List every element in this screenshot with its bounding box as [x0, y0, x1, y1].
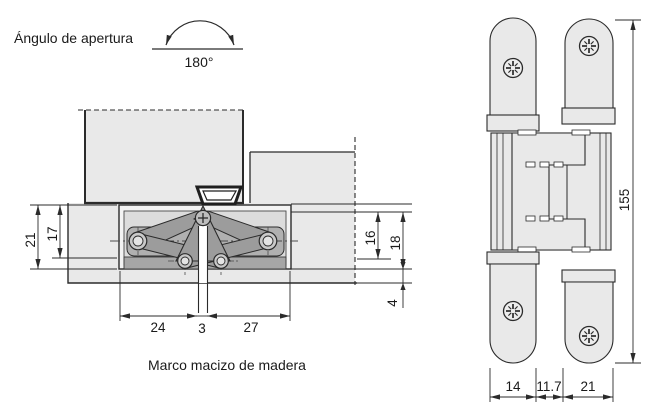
- dim-155: 155: [615, 19, 641, 364]
- dim-16-value: 16: [363, 230, 378, 245]
- dim-27: 27: [207, 313, 290, 335]
- upper-right-plate: [564, 18, 614, 109]
- dim-3-value: 3: [198, 321, 206, 336]
- dim-11-7-value: 11.7: [536, 379, 561, 394]
- bottom-extension-lines: [119, 271, 291, 321]
- body-joint-dashes: [517, 129, 591, 253]
- dim-4-value: 4: [385, 299, 400, 307]
- opening-angle-label: Ángulo de apertura: [14, 30, 133, 46]
- dim-24-value: 24: [150, 320, 166, 335]
- upper-right-collar: [561, 107, 616, 125]
- dim-21-front-value: 21: [580, 379, 595, 394]
- dim-21: 21: [23, 205, 41, 269]
- hinge-leaf-trapezoid: [194, 185, 244, 206]
- dim-21-front: 21: [563, 379, 613, 400]
- dim-18-value: 18: [388, 235, 403, 250]
- dim-27-value: 27: [243, 320, 258, 335]
- dim-155-value: 155: [617, 189, 632, 212]
- cross-section-view: 21 17 16 18 4: [23, 109, 412, 373]
- dim-14-value: 14: [505, 379, 521, 394]
- lower-right-collar: [561, 269, 616, 283]
- frame-upper-block: [250, 152, 355, 204]
- screw-top-left-icon: [502, 57, 524, 79]
- dim-14: 14: [490, 379, 536, 400]
- dim-17-value: 17: [45, 226, 60, 241]
- dim-17: 17: [45, 205, 63, 258]
- section-caption: Marco macizo de madera: [148, 357, 306, 373]
- hinge-central-body: [490, 129, 612, 253]
- pivot-pins: [128, 209, 278, 269]
- hinge-mechanism: [110, 185, 298, 313]
- frame-outline: [67, 203, 357, 284]
- screw-bottom-right-icon: [578, 325, 600, 347]
- lower-left-collar: [486, 251, 540, 265]
- dim-21-value: 21: [23, 232, 38, 247]
- screw-bottom-left-icon: [502, 300, 524, 322]
- opening-angle-diagram: Ángulo de apertura 180°: [14, 20, 243, 70]
- dim-18: 18: [388, 212, 406, 269]
- dim-3: 3: [197, 315, 207, 336]
- dim-4: 4: [385, 262, 406, 308]
- axis-slot: [198, 226, 208, 283]
- screw-top-right-icon: [578, 35, 600, 57]
- lower-right-plate: [564, 281, 614, 364]
- opening-angle-value: 180°: [185, 54, 214, 70]
- angle-arc-icon: [165, 20, 235, 46]
- dim-24: 24: [120, 313, 197, 335]
- front-view: 155 14 11.7 21: [486, 17, 641, 402]
- upper-left-collar: [486, 114, 540, 132]
- dim-11-7: 11.7: [536, 379, 563, 400]
- left-extension-lines: [30, 204, 117, 270]
- dim-16: 16: [363, 212, 381, 259]
